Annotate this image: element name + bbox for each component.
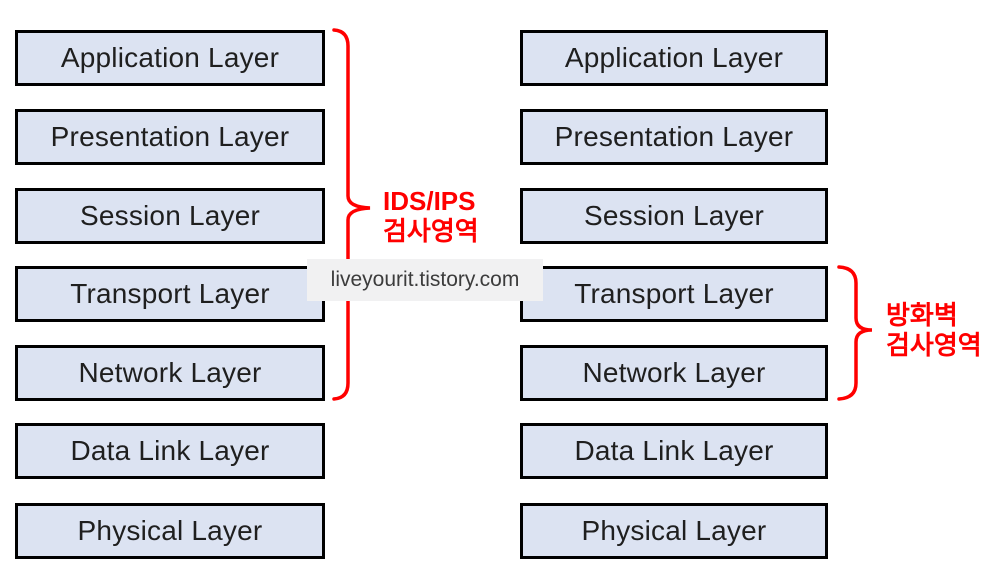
firewall-annotation: 방화벽 검사영역 (886, 300, 982, 360)
left-layer-transport: Transport Layer (15, 266, 325, 322)
left-layer-network: Network Layer (15, 345, 325, 401)
left-layer-application: Application Layer (15, 30, 325, 86)
ids-ips-bracket (332, 28, 371, 401)
right-layer-datalink: Data Link Layer (520, 423, 828, 479)
right-layer-application: Application Layer (520, 30, 828, 86)
right-layer-presentation: Presentation Layer (520, 109, 828, 165)
right-layer-transport: Transport Layer (520, 266, 828, 322)
right-layer-session: Session Layer (520, 188, 828, 244)
left-layer-physical: Physical Layer (15, 503, 325, 559)
watermark: liveyourit.tistory.com (307, 259, 543, 301)
right-layer-network: Network Layer (520, 345, 828, 401)
ids-ips-annotation-line2: 검사영역 (383, 216, 479, 246)
right-layer-physical: Physical Layer (520, 503, 828, 559)
firewall-bracket (837, 265, 873, 401)
left-layer-datalink: Data Link Layer (15, 423, 325, 479)
left-layer-session: Session Layer (15, 188, 325, 244)
ids-ips-annotation-line1: IDS/IPS (383, 186, 476, 216)
firewall-annotation-line2: 검사영역 (886, 330, 982, 360)
ids-ips-annotation: IDS/IPS 검사영역 (383, 186, 479, 246)
firewall-annotation-line1: 방화벽 (886, 300, 958, 330)
left-layer-presentation: Presentation Layer (15, 109, 325, 165)
